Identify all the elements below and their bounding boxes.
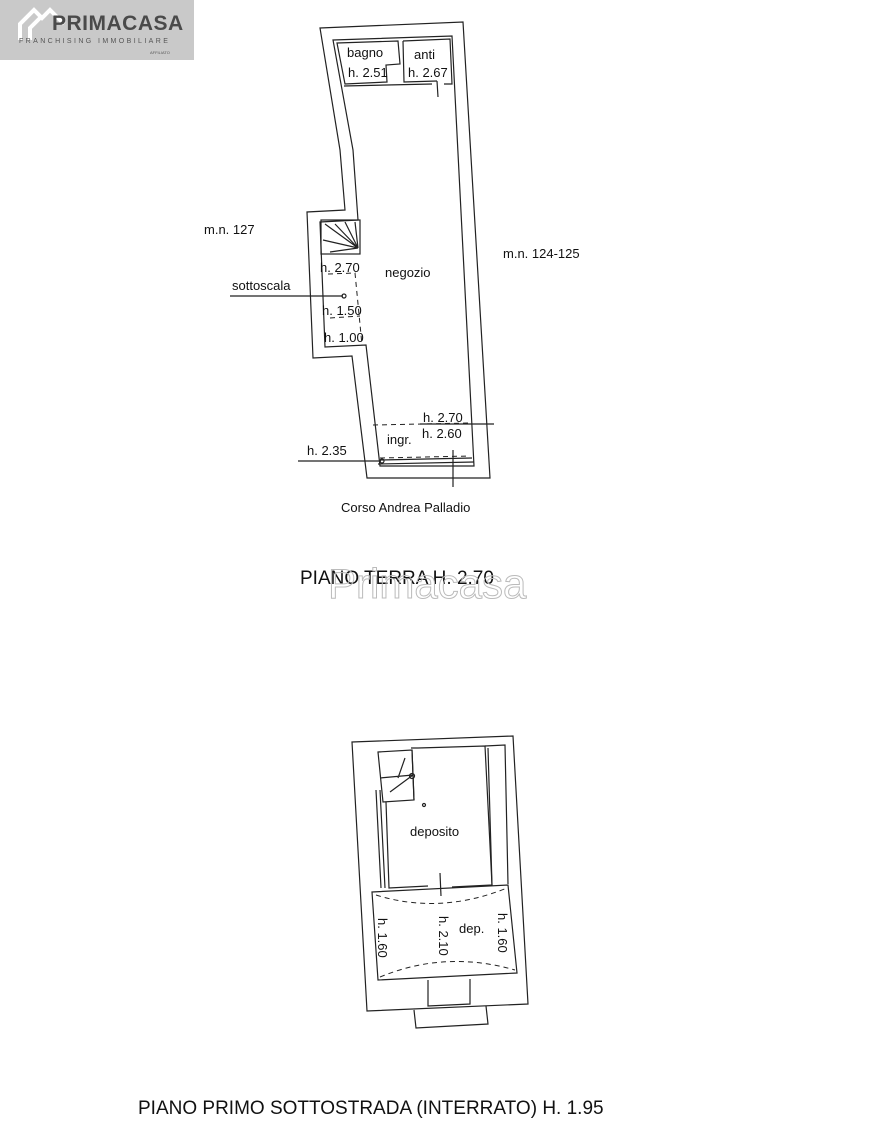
spiral-stair-icon bbox=[408, 772, 416, 780]
height-label: h. 1.00 bbox=[324, 330, 364, 345]
street-label: Corso Andrea Palladio bbox=[341, 500, 470, 515]
logo-affiliate: AFFILIATO bbox=[150, 50, 170, 55]
room-label-deposito: deposito bbox=[410, 824, 459, 839]
primacasa-logo: PRIMACASA FRANCHISING IMMOBILIARE AFFILI… bbox=[0, 0, 194, 60]
logo-subtitle: FRANCHISING IMMOBILIARE bbox=[19, 38, 171, 45]
neighbor-left: m.n. 127 bbox=[204, 222, 255, 237]
height-label: h. 2.70 bbox=[320, 260, 360, 275]
neighbor-right: m.n. 124-125 bbox=[503, 246, 580, 261]
logo-name: PRIMACASA bbox=[52, 12, 184, 35]
height-label: h. 1.60 bbox=[495, 913, 510, 953]
height-label: h. 2.10 bbox=[436, 916, 451, 956]
watermark: Primacasa bbox=[328, 560, 527, 607]
ground-floor-title: PIANO TERRA H. 2.70 bbox=[300, 568, 494, 589]
house-roof-icon bbox=[18, 7, 66, 40]
ground-floor-walls bbox=[230, 21, 494, 487]
basement-title: PIANO PRIMO SOTTOSTRADA (INTERRATO) H. 1… bbox=[138, 1098, 604, 1119]
room-label-ingresso: ingr. bbox=[387, 432, 412, 447]
height-label: h. 2.67 bbox=[408, 65, 448, 80]
room-label-negozio: negozio bbox=[385, 265, 431, 280]
staircase-icon bbox=[320, 219, 361, 255]
height-label: h. 2.51 bbox=[348, 65, 388, 80]
room-label-dep: dep. bbox=[459, 921, 484, 936]
height-label: h. 1.60 bbox=[375, 918, 390, 958]
room-label-bagno: bagno bbox=[347, 45, 383, 60]
height-label: h. 2.60 bbox=[422, 426, 462, 441]
basement-walls bbox=[351, 735, 529, 1029]
height-label: h. 2.70 bbox=[423, 410, 463, 425]
room-label-anti: anti bbox=[414, 47, 435, 62]
room-label-sottoscala: sottoscala bbox=[232, 278, 291, 293]
height-label: h. 2.35 bbox=[307, 443, 347, 458]
height-label: h. 1.50 bbox=[322, 303, 362, 318]
